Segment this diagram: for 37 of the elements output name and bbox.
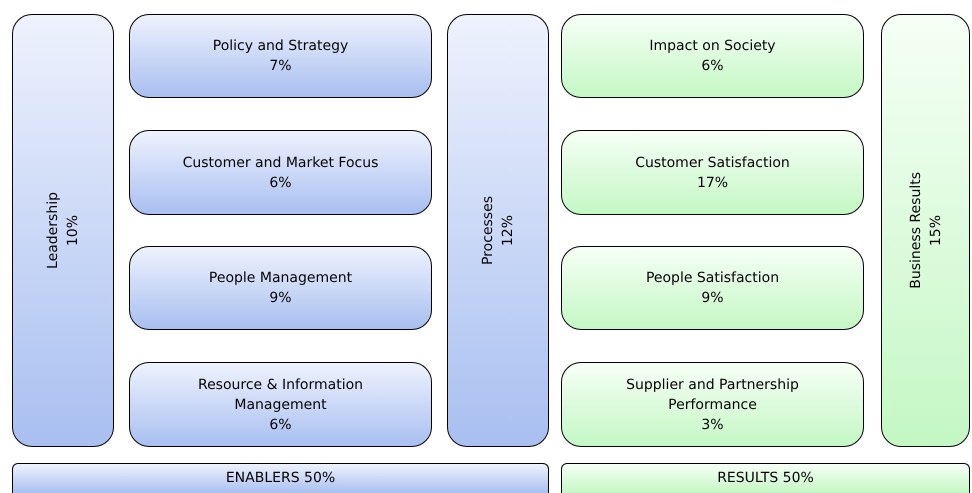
criterion-label: Resource & Information Management	[196, 376, 364, 414]
weight-value: 10%	[64, 214, 82, 246]
criterion-label: Supplier and Partnership Performance	[625, 376, 800, 414]
criterion-box	[881, 14, 970, 447]
criterion-label: Business Results	[906, 172, 924, 289]
criterion-box	[129, 362, 432, 447]
category-bar	[12, 463, 549, 493]
weight-value: 9%	[701, 289, 724, 308]
criterion-box	[129, 130, 432, 215]
criterion-label: People Management	[208, 269, 352, 288]
criterion-label: People Satisfaction	[646, 269, 780, 288]
weight-value: 12%	[499, 214, 517, 246]
criterion-box	[561, 14, 864, 98]
criterion-label: Customer and Market Focus	[182, 154, 378, 172]
criterion-box	[129, 14, 432, 98]
category-bar	[561, 463, 970, 493]
criterion-label: Customer Satisfaction	[635, 154, 790, 172]
category-label: ENABLERS 50%	[226, 469, 336, 488]
weight-value: 15%	[926, 214, 944, 246]
criterion-box	[447, 14, 549, 447]
weight-value: 7%	[269, 57, 292, 76]
category-label: RESULTS 50%	[717, 469, 814, 488]
criterion-box	[561, 362, 864, 447]
weight-value: 17%	[696, 174, 728, 192]
criterion-label: Leadership	[44, 192, 62, 269]
criterion-label: Policy and Strategy	[212, 37, 348, 56]
criterion-label: Impact on Society	[649, 37, 776, 56]
criterion-label: Processes	[479, 196, 497, 265]
criterion-box	[561, 246, 864, 330]
criterion-box	[12, 14, 114, 447]
weight-value: 6%	[701, 57, 724, 76]
weight-value: 9%	[269, 289, 292, 308]
criterion-box	[561, 130, 864, 215]
criterion-box	[129, 246, 432, 330]
weight-value: 3%	[701, 416, 724, 434]
weight-value: 6%	[269, 416, 292, 434]
weight-value: 6%	[269, 174, 292, 192]
